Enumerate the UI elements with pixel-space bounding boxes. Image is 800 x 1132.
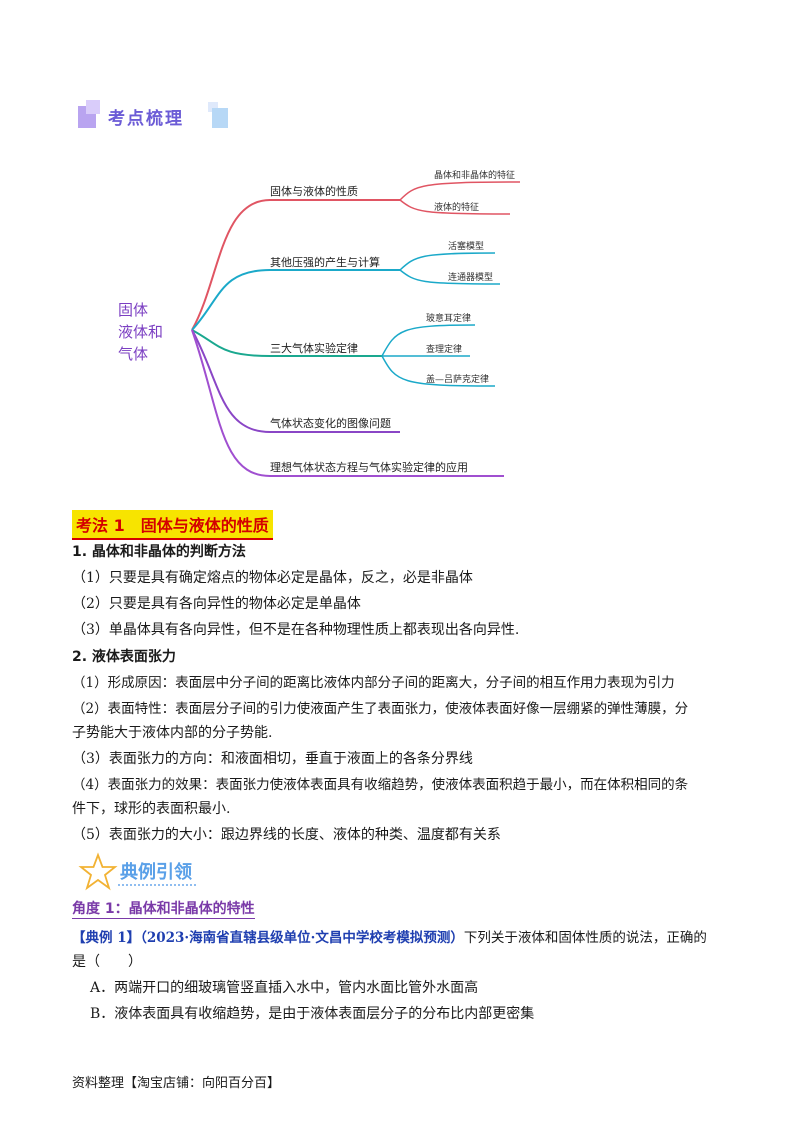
body-line: （2）只要是具有各向异性的物体必定是单晶体 xyxy=(72,596,361,612)
mindmap-branch-4-line xyxy=(191,329,400,433)
mindmap-branch-3-line xyxy=(191,329,382,357)
body-line: （5）表面张力的大小：跟边界线的长度、液体的种类、温度都有关系 xyxy=(72,827,501,843)
mindmap-leaf-label: 盖—吕萨克定律 xyxy=(426,373,489,385)
body-line: （1）形成原因：表面层中分子间的距离比液体内部分子间的距离大，分子间的相互作用力… xyxy=(72,675,675,691)
mindmap-leaf-label: 连通器模型 xyxy=(448,271,493,283)
mindmap-branch-4-label: 气体状态变化的图像问题 xyxy=(270,416,391,430)
mindmap-root-line-2: 液体和 xyxy=(118,323,163,341)
mindmap-root-line-3: 气体 xyxy=(118,345,148,363)
body-line: （4）表面张力的效果：表面张力使液体表面具有收缩趋势，使液体表面积趋于最小，而在… xyxy=(72,777,689,793)
section-banner: 考点梳理 xyxy=(78,100,228,134)
banner-decoration xyxy=(212,108,228,128)
body-line: （2）表面特性：表面层分子间的引力使液面产生了表面张力，使液体表面好像一层绷紧的… xyxy=(72,701,689,717)
angle-heading: 角度 1：晶体和非晶体的特性 xyxy=(72,898,255,919)
mindmap-branch-1-line xyxy=(191,199,400,331)
option-a: A．两端开口的细玻璃管竖直插入水中，管内水面比管外水面高 xyxy=(90,980,479,996)
mindmap-leaf-label: 液体的特征 xyxy=(434,201,479,213)
banner-decoration xyxy=(208,102,218,112)
mindmap-leaf-label: 活塞模型 xyxy=(448,240,484,252)
method-heading: 考法 1 固体与液体的性质 xyxy=(72,510,273,540)
subheading: 1. 晶体和非晶体的判断方法 xyxy=(72,544,246,560)
mindmap-leaf-line xyxy=(381,355,496,387)
mindmap-leaf-line xyxy=(399,199,511,215)
example-banner-title: 典例引领 xyxy=(120,862,192,883)
mindmap-leaf-label: 晶体和非晶体的特征 xyxy=(434,169,515,181)
subheading: 2. 液体表面张力 xyxy=(72,649,176,665)
mindmap: 固体 液体和 气体 固体与液体的性质 晶体和非晶体的特征 液体的特征 其他压强的… xyxy=(118,169,521,477)
mindmap-branch-1-label: 固体与液体的性质 xyxy=(270,184,358,198)
example-tag: 【典例 1】 xyxy=(72,930,141,946)
mindmap-leaf-label: 玻意耳定律 xyxy=(426,312,471,324)
footer-text: 资料整理【淘宝店铺：向阳百分百】 xyxy=(72,1076,281,1091)
mindmap-leaf-line xyxy=(399,269,501,285)
body-line: 子势能大于液体内部的分子势能. xyxy=(72,725,273,741)
example-question-text: 下列关于液体和固体性质的说法，正确的 xyxy=(463,930,707,946)
example-source: （2023·海南省直辖县级单位·文昌中学校考模拟预测） xyxy=(140,930,464,946)
mindmap-leaf-label: 查理定律 xyxy=(426,343,462,355)
example-question: 【典例 1】（2023·海南省直辖县级单位·文昌中学校考模拟预测）下列关于液体和… xyxy=(72,926,707,950)
mindmap-branch-2-label: 其他压强的产生与计算 xyxy=(270,255,380,269)
star-icon xyxy=(78,852,118,891)
mindmap-branch-2-line xyxy=(191,269,400,331)
banner-decoration xyxy=(86,100,100,114)
banner-underline xyxy=(118,884,196,886)
body-line: 件下，球形的表面积最小. xyxy=(72,801,231,817)
mindmap-leaf-line xyxy=(399,181,521,201)
option-b: B．液体表面具有收缩趋势，是由于液体表面层分子的分布比内部更密集 xyxy=(90,1006,535,1022)
mindmap-leaf-line xyxy=(381,324,476,357)
mindmap-root-line-1: 固体 xyxy=(118,301,148,319)
mindmap-branch-5-line xyxy=(191,329,504,477)
body-line: （3）表面张力的方向：和液面相切，垂直于液面上的各条分界线 xyxy=(72,751,473,767)
mindmap-leaf-line xyxy=(399,252,496,271)
example-banner: 典例引领 xyxy=(78,852,198,892)
example-question-cont: 是（ ） xyxy=(72,954,142,970)
body-line: （1）只要是具有确定熔点的物体必定是晶体，反之，必是非晶体 xyxy=(72,570,473,586)
section-title: 考点梳理 xyxy=(108,109,184,129)
body-line: （3）单晶体具有各向异性，但不是在各种物理性质上都表现出各向异性. xyxy=(72,622,520,638)
mindmap-branch-5-label: 理想气体状态方程与气体实验定律的应用 xyxy=(270,460,468,474)
mindmap-branch-3-label: 三大气体实验定律 xyxy=(270,341,358,355)
